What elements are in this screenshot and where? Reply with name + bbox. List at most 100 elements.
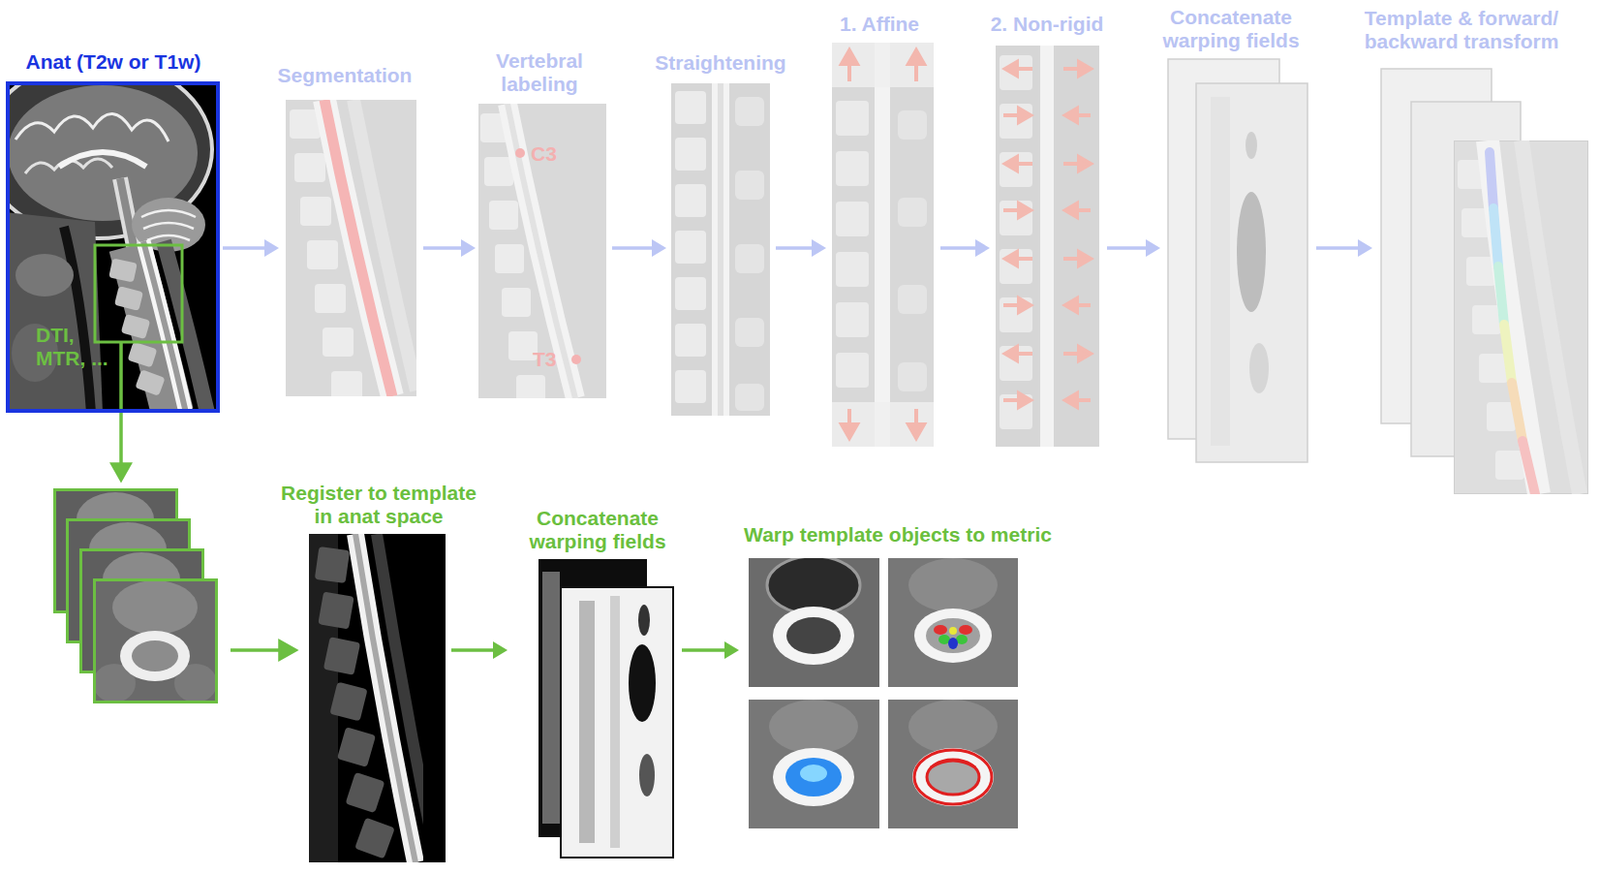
illustration-part <box>835 151 869 186</box>
illustration-part <box>1040 45 1054 447</box>
illustration-part <box>1065 203 1077 217</box>
illustration-part <box>835 201 869 237</box>
arrow-head <box>1357 239 1373 257</box>
illustration-part <box>92 578 218 704</box>
illustration-part <box>772 747 855 806</box>
straightened-image <box>671 83 770 416</box>
illustration-part <box>515 148 525 158</box>
illustration-part <box>948 637 958 649</box>
affine-step: 1. Affine <box>831 42 934 447</box>
illustration-part <box>507 103 576 399</box>
step-heading: Template & forward/ backward transform <box>1354 6 1569 54</box>
illustration-part <box>314 546 350 584</box>
illustration-part <box>888 699 1018 829</box>
illustration-part <box>888 557 1018 687</box>
illustration-part <box>353 99 417 391</box>
nonrigid-step: 2. Non-rigid <box>995 45 1100 447</box>
nonrigid-image <box>995 45 1100 447</box>
illustration-part <box>307 240 339 270</box>
illustration-part <box>1016 256 1033 261</box>
concatenate-step: Concatenate warping fields <box>1168 59 1308 462</box>
illustration-part <box>571 354 582 365</box>
illustration-part <box>999 248 1033 284</box>
illustration-part <box>1005 346 1017 361</box>
illustration-part <box>63 226 92 413</box>
illustration-part <box>1018 393 1031 407</box>
illustration-part <box>1063 161 1079 166</box>
step-heading: Register to template in anat space <box>272 481 486 528</box>
illustration-part <box>1005 156 1017 171</box>
illustration-part <box>489 200 519 230</box>
illustration-part <box>1003 61 1091 407</box>
straightening-step: Straightening <box>671 83 770 416</box>
illustration-part <box>995 45 1100 447</box>
illustration-part <box>317 590 354 629</box>
illustration-part <box>999 297 1033 333</box>
illustration-part <box>59 152 147 167</box>
illustration-part <box>831 42 934 88</box>
illustration-part <box>675 184 707 217</box>
step-heading: Warp template objects to metric <box>743 523 1052 547</box>
illustration-part <box>1016 351 1033 356</box>
illustration-part <box>1065 298 1077 312</box>
illustration-part <box>874 42 891 447</box>
illustration-part <box>134 369 165 397</box>
image-annotation: DTI, MTR, ... <box>35 323 122 370</box>
step-heading: Concatenate warping fields <box>1151 5 1312 53</box>
illustration-part <box>1511 382 1523 441</box>
concatenate-step: Concatenate warping fields <box>538 558 674 858</box>
illustration-part <box>163 241 208 413</box>
image-annotation: C3 <box>530 142 557 166</box>
illustration-part <box>1249 342 1269 394</box>
illustration-part <box>933 624 948 635</box>
illustration-part <box>323 636 361 676</box>
illustration-part <box>354 817 396 860</box>
labeling-step: Vertebral labelingC3T3 <box>478 103 607 399</box>
step-heading: Anat (T2w or T1w) <box>26 50 202 74</box>
illustration-part <box>888 699 1018 829</box>
illustration-part <box>999 103 1033 139</box>
illustration-part <box>897 284 927 314</box>
metric-warp-stack <box>538 558 674 858</box>
warp-step: Warp template objects to metric <box>748 557 1018 829</box>
illustration-part <box>999 152 1033 187</box>
template-image <box>1453 140 1589 494</box>
illustration-part <box>560 586 674 858</box>
illustration-part <box>1489 152 1494 209</box>
register-step: Register to template in anat space <box>308 533 446 862</box>
illustration-part <box>120 630 190 681</box>
illustration-part <box>1078 251 1091 266</box>
illustration-part <box>127 340 158 368</box>
illustration-part <box>92 578 218 704</box>
arrow-head <box>1145 239 1161 257</box>
illustration-part <box>949 626 957 635</box>
illustration-part <box>908 50 924 64</box>
illustration-part <box>772 606 855 665</box>
illustration-part <box>1522 440 1536 494</box>
step-heading: 2. Non-rigid <box>990 12 1105 36</box>
illustration-part <box>841 424 858 438</box>
illustration-part <box>999 55 1033 91</box>
arrow-head <box>975 239 990 257</box>
illustration-part <box>748 555 880 687</box>
illustration-part <box>1078 61 1091 76</box>
arrow-shaft <box>612 246 654 250</box>
anat-image-box: Anat (T2w or T1w)DTI, MTR, ... <box>5 81 220 413</box>
illustration-part <box>897 110 927 140</box>
illustration-part <box>610 595 620 848</box>
illustration-part <box>925 617 981 653</box>
illustration-part <box>835 302 869 338</box>
illustration-part <box>1078 156 1091 171</box>
pipeline-arrow <box>940 239 990 257</box>
illustration-part <box>1065 393 1077 407</box>
illustration-part <box>1063 256 1079 261</box>
metric-stack <box>53 488 218 704</box>
illustration-part <box>675 323 707 357</box>
illustration-part <box>542 571 560 824</box>
illustration-part <box>897 197 927 227</box>
illustration-part <box>1210 96 1231 446</box>
illustration-part <box>331 370 363 400</box>
